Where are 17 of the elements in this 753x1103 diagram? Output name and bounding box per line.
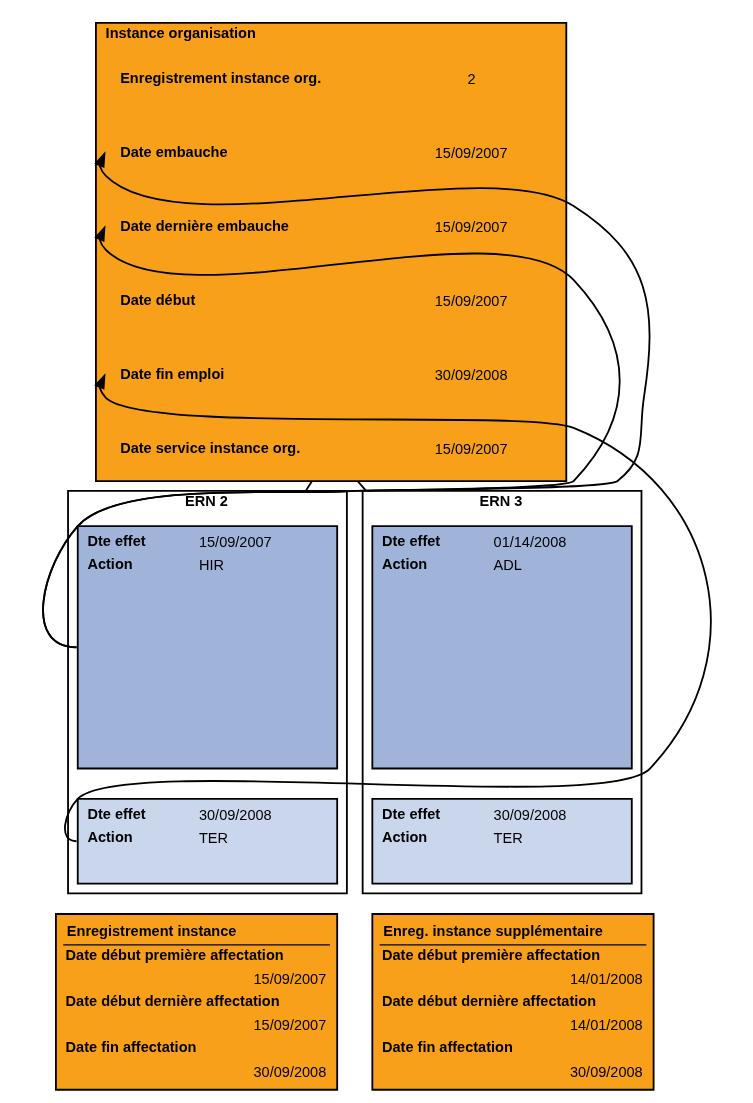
node-text: Date début 15/09/2007 [119, 291, 508, 310]
connector [304, 480, 313, 492]
node-box: Enregistrement instance Date début première affectation 15/09/2007 Date début dernière affectation 15/09/2007 Date fin affectation 30/09/2008 [54, 913, 338, 1091]
node-box: Dte effet 15/09/2007 Action HIR [76, 525, 338, 770]
connector [356, 480, 367, 492]
node-box: Dte effet 01/14/2008 Action ADL [370, 525, 633, 770]
node-text: Date dernière embauche 15/09/2007 [119, 217, 508, 236]
node-text: Date service instance org. 15/09/2007 [119, 439, 508, 458]
node-text: Date fin emploi 30/09/2008 [119, 365, 508, 384]
node-text: Date embauche 15/09/2007 [119, 144, 508, 162]
arrow [41, 225, 621, 649]
node-box: Dte effet 30/09/2008 Action TER [370, 797, 633, 885]
arrow [41, 151, 650, 649]
node-box: Enreg. instance supplémentaire Date début première affectation 14/01/2008 Date début dernière affectation 14/01/2008 Date fin affectation 30/09/2008 [370, 913, 654, 1091]
arrow [63, 373, 711, 843]
node-text: Enregistrement instance org. 2 [119, 70, 476, 88]
node-box: Dte effet 30/09/2008 Action TER [76, 797, 338, 885]
